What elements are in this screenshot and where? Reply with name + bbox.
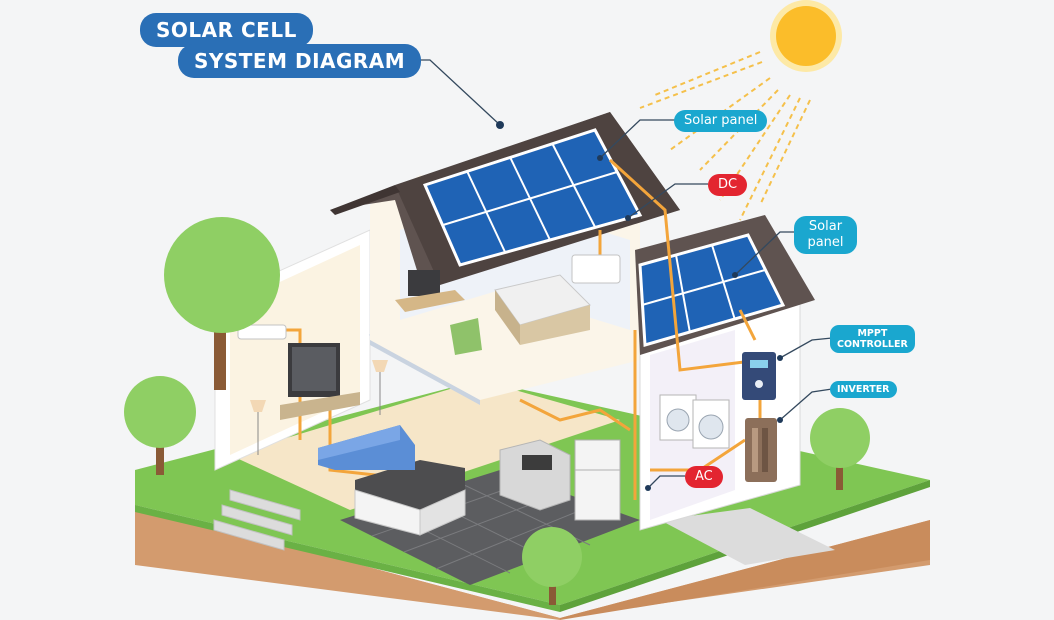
title-line-2: SYSTEM DIAGRAM — [178, 44, 422, 78]
sun-icon — [770, 0, 842, 72]
tree-icon — [124, 376, 196, 475]
desk — [395, 290, 465, 312]
label-mppt-controller: MPPT CONTROLLER — [830, 325, 915, 353]
tv-stand — [280, 392, 360, 420]
label-solar-panel-garage-line2: panel — [807, 235, 844, 250]
air-conditioner-icon-upstairs — [571, 254, 621, 284]
tree-icon — [810, 408, 870, 490]
monitor-icon — [408, 270, 440, 296]
chair — [450, 318, 482, 355]
tree-icon — [522, 527, 582, 605]
label-mppt-line1: MPPT — [857, 328, 888, 339]
fridge-icon — [574, 439, 621, 521]
main-solar-panel — [422, 128, 643, 267]
tv-icon — [288, 343, 340, 397]
label-solar-panel-garage: Solar panel — [794, 216, 857, 254]
label-dc: DC — [708, 174, 748, 196]
entry-stairs — [213, 489, 301, 551]
bed — [494, 274, 591, 345]
floor-lamp-left — [250, 400, 266, 455]
inverter-icon — [745, 418, 777, 482]
sun-rays — [639, 51, 811, 221]
soil-right — [560, 520, 930, 620]
label-mppt-line2: CONTROLLER — [837, 339, 908, 350]
kitchen-counter — [354, 439, 571, 536]
title-line-1: SOLAR CELL — [140, 13, 313, 47]
floor-lamp-right — [372, 360, 388, 415]
mppt-controller-icon — [742, 352, 776, 400]
main-roof-trim — [330, 185, 400, 215]
sofa — [318, 425, 415, 470]
tree-icon — [164, 217, 280, 390]
path-walkway — [660, 508, 835, 565]
callout-lines — [378, 59, 833, 489]
label-inverter: INVERTER — [830, 381, 897, 398]
house-floor-left — [230, 380, 620, 510]
label-solar-panel-garage-line1: Solar — [808, 219, 843, 234]
label-solar-panel-main: Solar panel — [674, 110, 768, 132]
label-ac: AC — [685, 466, 723, 488]
air-conditioner-icon — [237, 324, 287, 340]
washing-machine-icon — [659, 394, 730, 449]
callout-dots — [496, 121, 783, 491]
